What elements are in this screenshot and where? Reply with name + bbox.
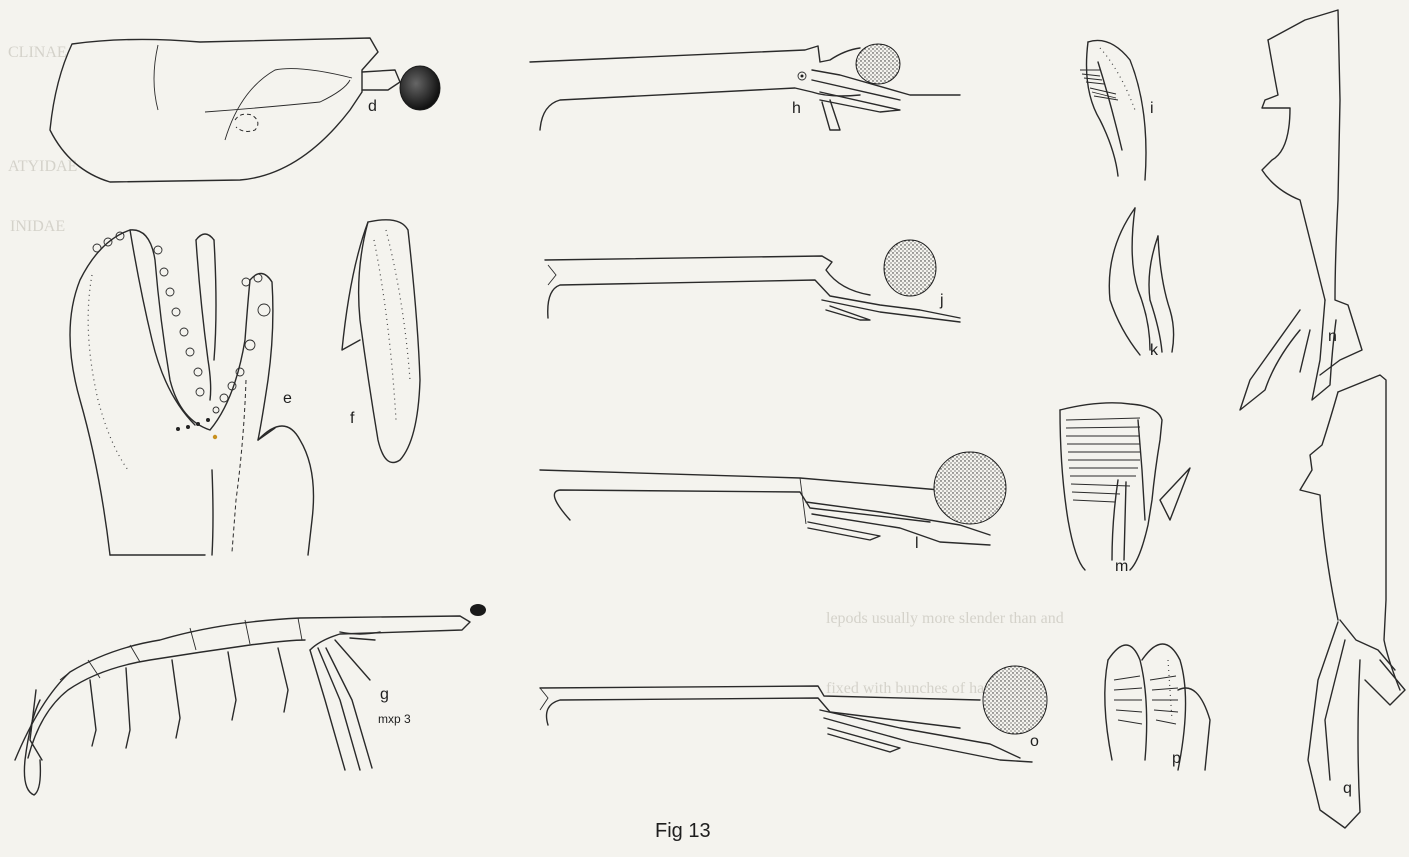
drawing-p-lobes [1105,644,1210,770]
drawing-h-rostrum [530,44,960,130]
label-i: i [1150,100,1154,118]
eye-l [934,452,1006,524]
drawing-k-spines [1109,208,1173,355]
label-m: m [1115,558,1128,576]
eye-j [884,240,936,296]
drawing-l-rostrum [540,452,1006,545]
label-e: e [283,390,292,408]
drawing-j-rostrum [545,240,960,322]
drawing-i-appendix [1080,40,1146,180]
label-g: g [380,686,389,704]
drawing-e-chela [70,230,314,555]
label-q: q [1343,780,1352,798]
eye-d [400,66,440,110]
eye-g [470,604,486,616]
label-p: p [1172,750,1181,768]
label-mxp3: mxp 3 [378,712,411,726]
eye-h [856,44,900,84]
figure-caption: Fig 13 [655,820,711,843]
drawing-o-rostrum [540,666,1047,762]
label-d: d [368,98,377,116]
eye-o [983,666,1047,734]
drawing-q-telson [1300,375,1405,828]
drawing-m-structure [1060,403,1190,570]
label-j: j [940,292,944,310]
label-l: l [915,535,919,553]
drawing-g-whole-shrimp [15,604,486,795]
label-o: o [1030,733,1039,751]
label-h: h [792,100,801,118]
label-k: k [1150,342,1158,360]
drawing-d-carapace [50,38,440,182]
drawing-n-telson [1240,10,1362,410]
label-n: n [1328,328,1337,346]
label-f: f [350,410,354,428]
